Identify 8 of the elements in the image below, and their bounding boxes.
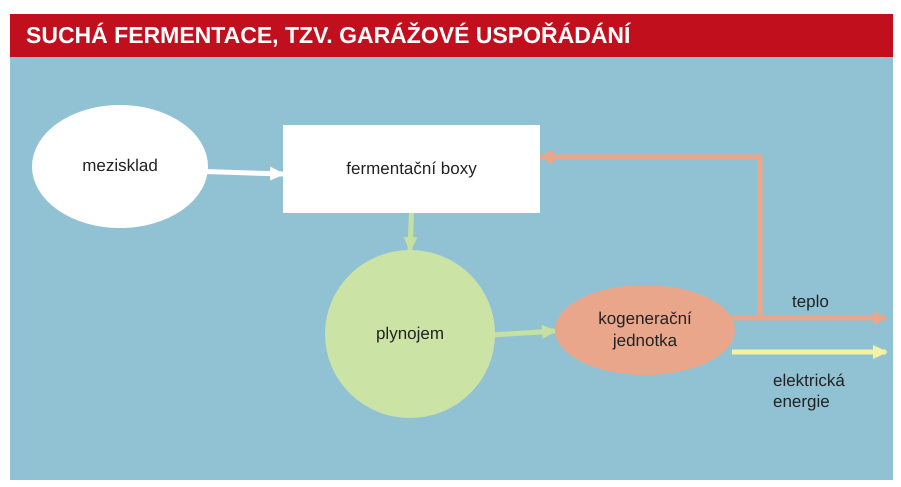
arrow [404,212,418,252]
arrow [732,345,888,359]
node-label: plynojem [376,322,444,345]
title-bar: SUCHÁ FERMENTACE, TZV. GARÁŽOVÉ USPOŘÁDÁNÍ [10,14,893,57]
node-label: kogenerační jednotka [597,308,693,352]
node-label: mezisklad [82,155,158,178]
process-box [283,125,540,213]
node-label: fermentační boxy [346,158,477,180]
